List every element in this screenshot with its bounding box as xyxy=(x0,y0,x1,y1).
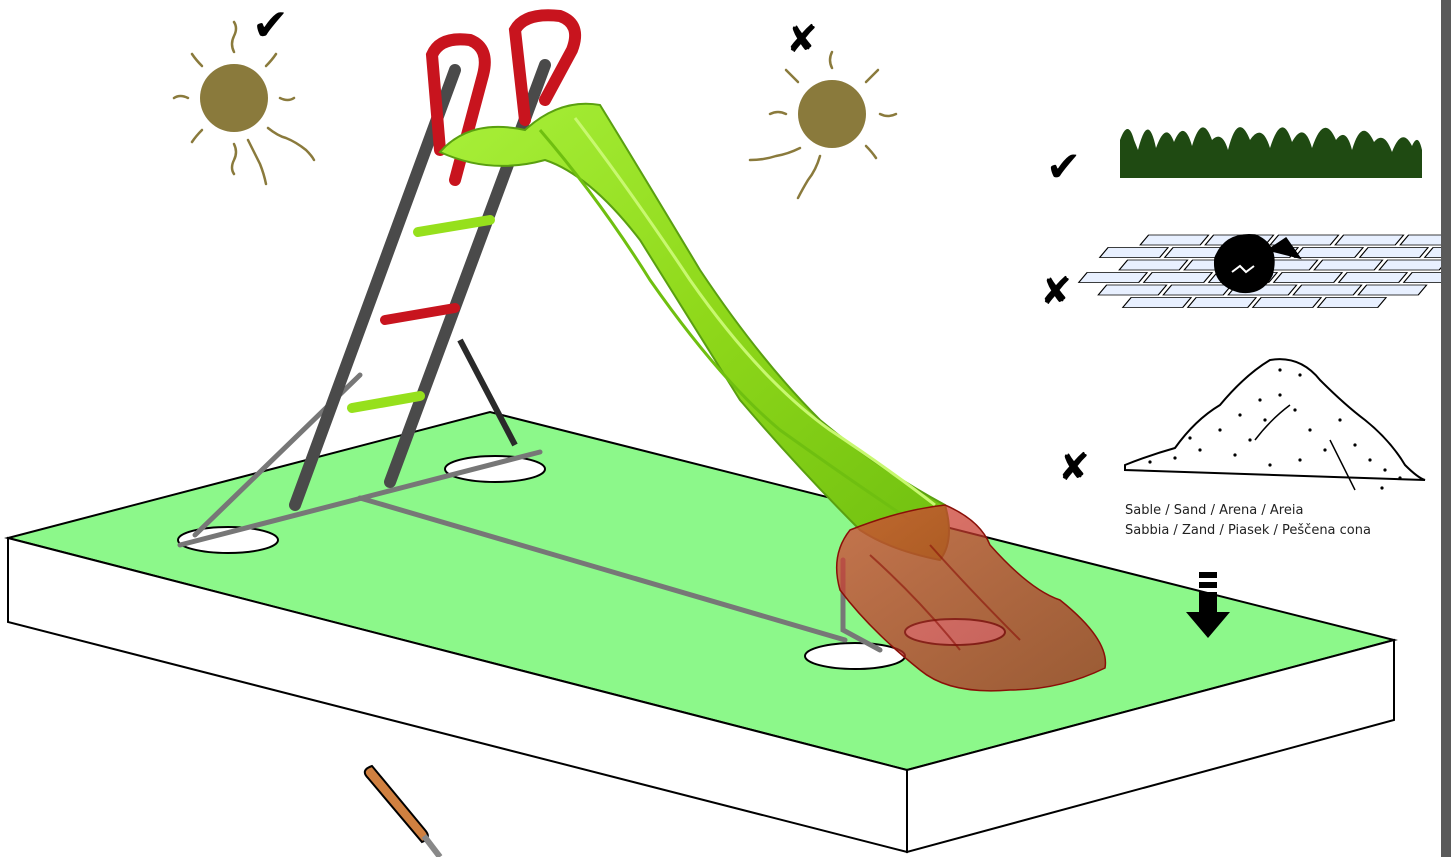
sand-caption: Sable / Sand / Arena / Areia Sabbia / Za… xyxy=(1125,501,1445,541)
sun-icon-ok xyxy=(174,22,314,184)
check-icon: ✔ xyxy=(1046,146,1081,188)
check-icon: ✔ xyxy=(252,4,289,48)
sun-icon-not-ok xyxy=(750,52,896,198)
ground-slab xyxy=(8,412,1394,852)
hole-back-left xyxy=(445,456,545,482)
sand-pile-icon xyxy=(1125,359,1425,490)
sand-caption-line2: Sabbia / Zand / Piasek / Peščena cona xyxy=(1125,521,1445,541)
cross-icon: ✘ xyxy=(786,20,818,58)
cross-icon: ✘ xyxy=(1058,448,1090,486)
rung-green-bottom xyxy=(352,396,420,408)
hole-front-right xyxy=(805,643,905,669)
sand-caption-line1: Sable / Sand / Arena / Areia xyxy=(1125,501,1445,521)
cross-icon: ✘ xyxy=(1040,272,1072,310)
grass-icon xyxy=(1120,127,1422,178)
paving-icon xyxy=(1058,235,1451,308)
right-edge-bar xyxy=(1441,0,1451,857)
trowel-icon xyxy=(365,766,440,857)
hammer-blob xyxy=(1215,235,1274,293)
